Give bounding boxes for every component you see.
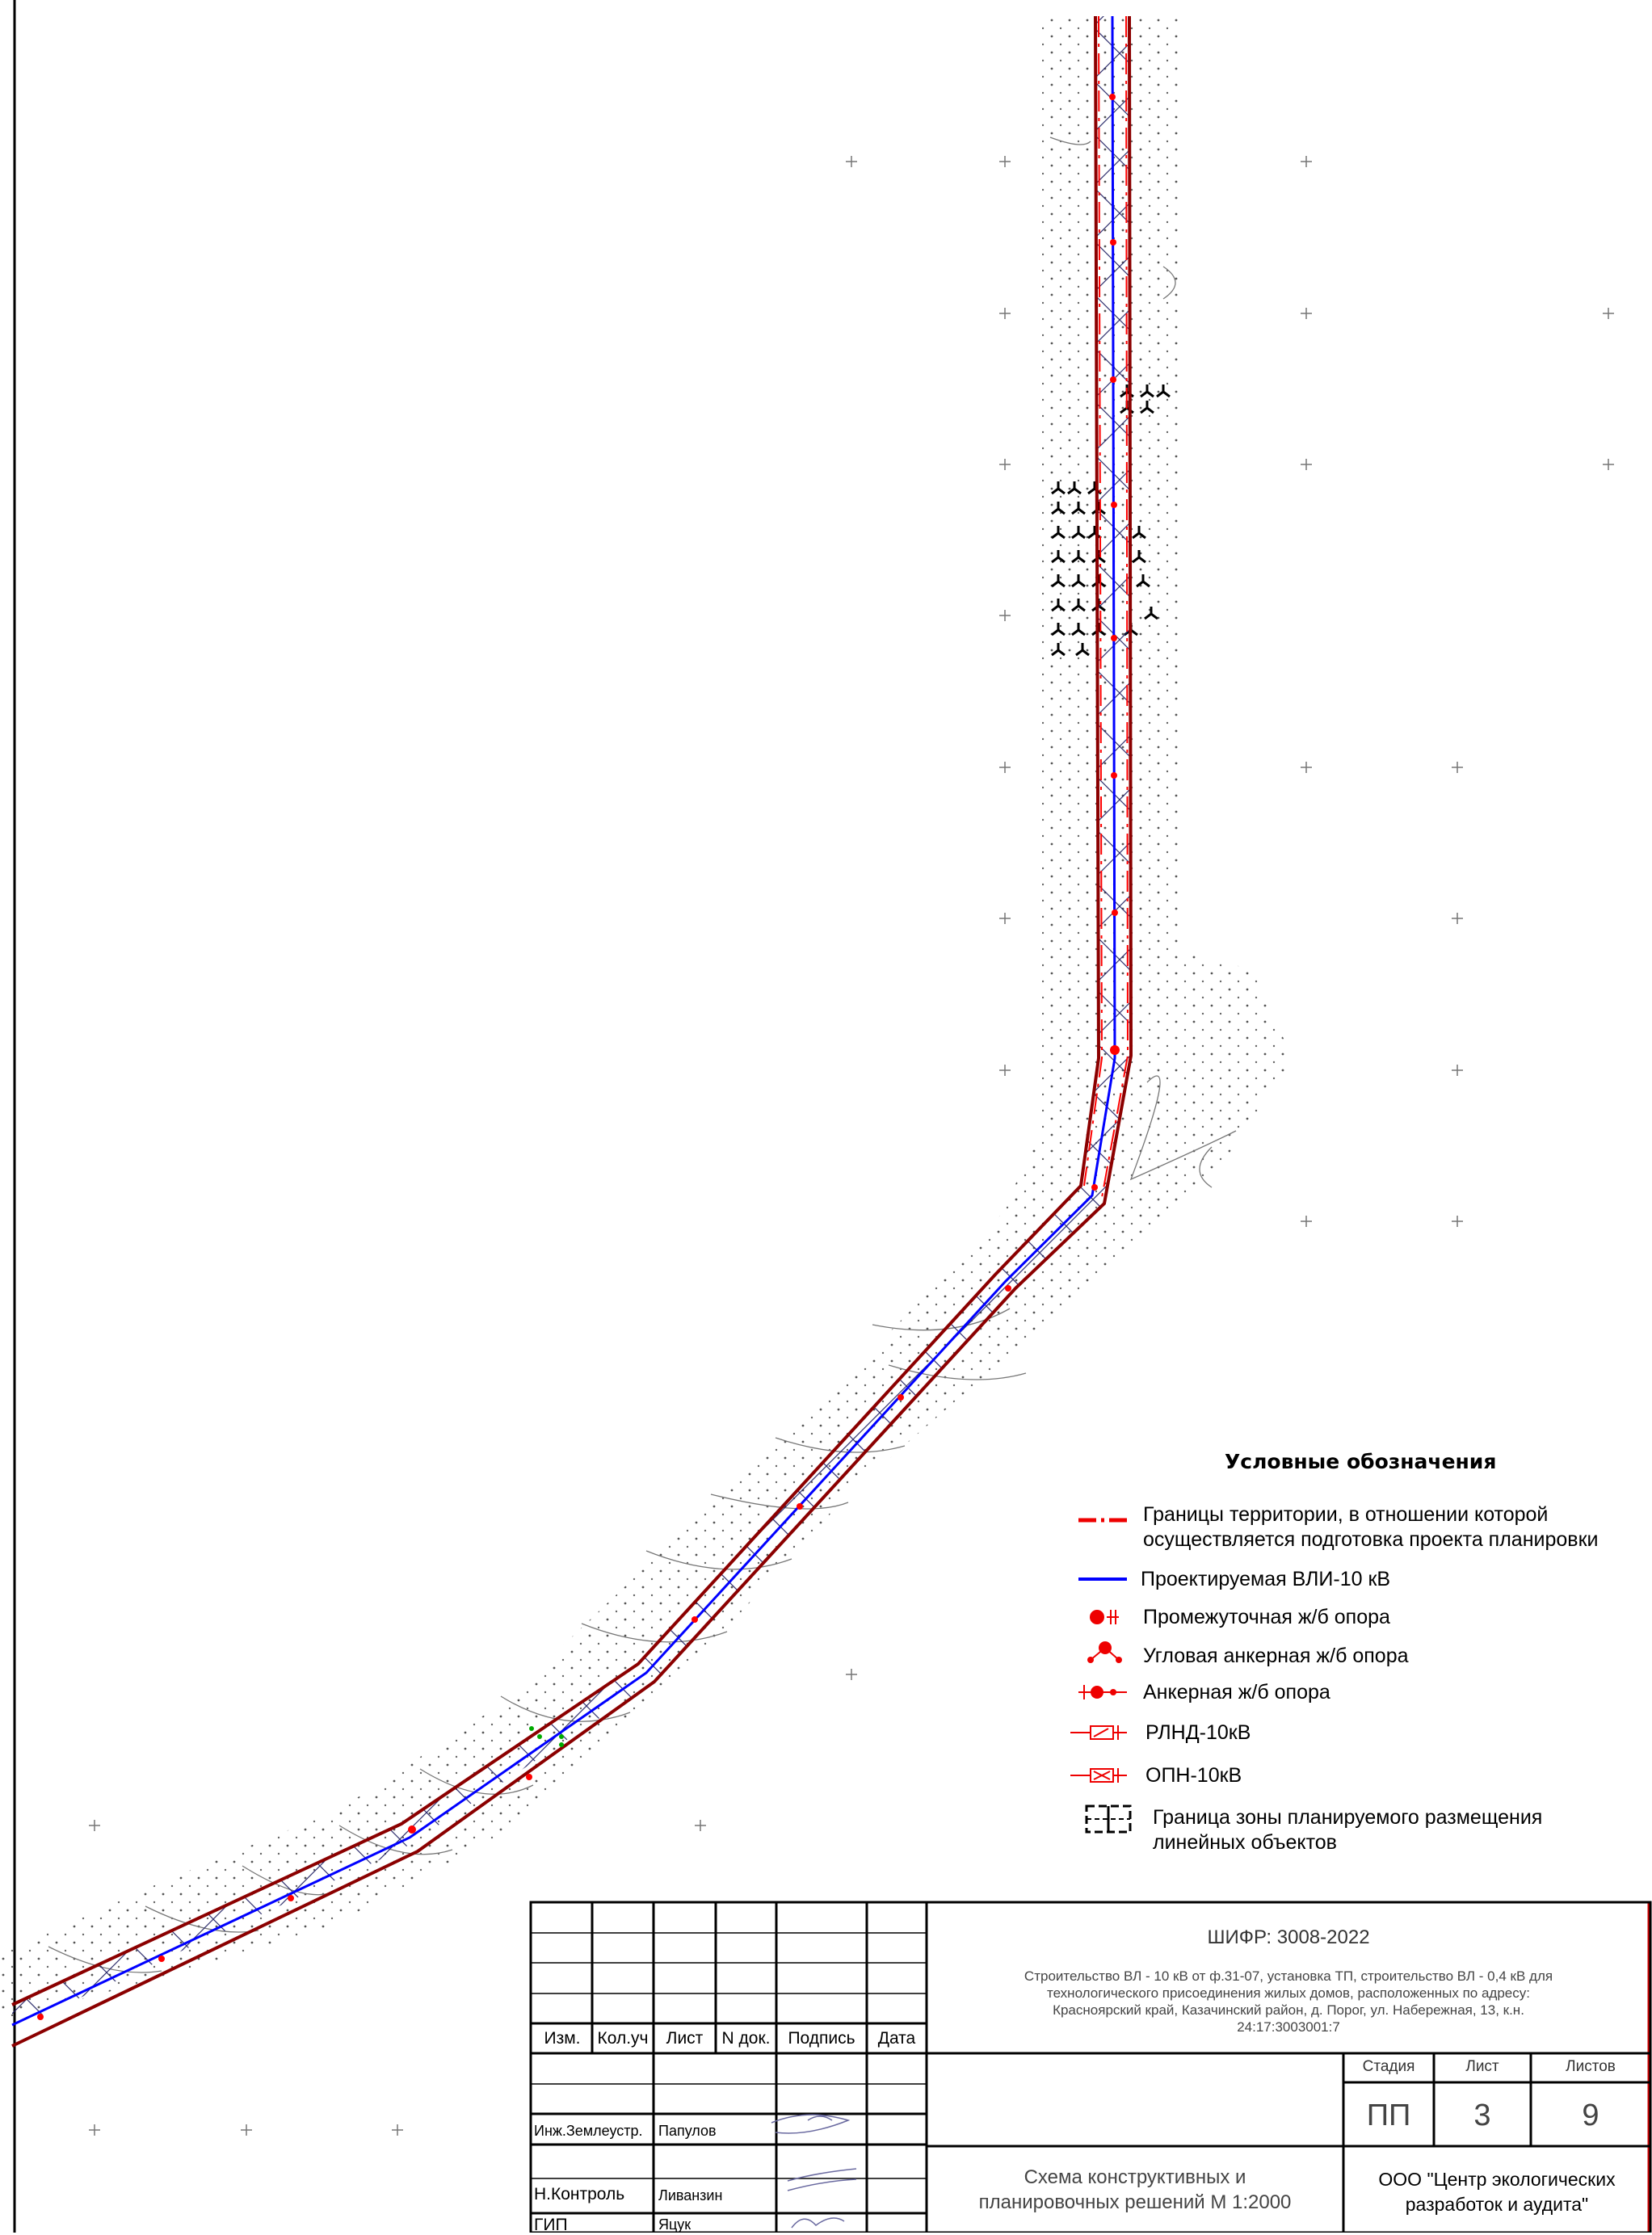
- linear-object-zone-hatch: [12, 16, 1131, 2029]
- project-line: Красноярский край, Казачинский район, д.…: [1053, 2002, 1524, 2018]
- legend-item-label: ОПН-10кВ: [1145, 1764, 1242, 1787]
- support-markers: [37, 94, 1120, 2020]
- legend-item-label: Границы территории, в отношении которой: [1143, 1503, 1549, 1526]
- header-list: Лист: [666, 2029, 704, 2048]
- header-date: Дата: [877, 2029, 916, 2048]
- legend-item-label: Анкерная ж/б опора: [1143, 1681, 1330, 1704]
- sheet-title: Схема конструктивных и планировочных реш…: [927, 2165, 1343, 2215]
- legend-item-label: Граница зоны планируемого размещения: [1153, 1806, 1543, 1829]
- stage-value: ПП: [1366, 2098, 1411, 2132]
- sheets-label: Листов: [1566, 2058, 1616, 2075]
- legend-item-intermediate-support: Промежуточная ж/б опора: [1066, 1605, 1652, 1645]
- sheets-value: 9: [1582, 2098, 1599, 2132]
- sheet-value: 3: [1473, 2098, 1491, 2132]
- project-line: Строительство ВЛ - 10 кВ от ф.31-07, уст…: [1024, 1968, 1553, 1984]
- legend-item-zone: Граница зоны планируемого размещения лин…: [1066, 1805, 1652, 1862]
- role-norm-control: Н.Контроль: [534, 2185, 625, 2203]
- company-line: разработок и аудита": [1405, 2194, 1589, 2215]
- project-line: 24:17:3003001:7: [1237, 2019, 1340, 2035]
- sheet-label: Лист: [1465, 2058, 1499, 2075]
- legend-item-anchor-support: Анкерная ж/б опора: [1066, 1680, 1652, 1720]
- name-chief-engineer: Яцук: [658, 2216, 691, 2233]
- grid-crosses: [89, 156, 1614, 2136]
- header-kol-uch: Кол.уч: [597, 2029, 649, 2048]
- projected-vli-route: [11, 15, 1116, 2027]
- territory-boundary-lines: [11, 15, 1133, 2048]
- legend-item-label: линейных объектов: [1153, 1831, 1337, 1854]
- legend-item-label: Угловая анкерная ж/б опора: [1143, 1645, 1409, 1667]
- name-norm-control: Ливанзин: [658, 2187, 723, 2203]
- legend-item-rlnd: РЛНД-10кВ: [1066, 1720, 1652, 1761]
- name-engineer: Папулов: [658, 2123, 717, 2139]
- terrain-dotted-area: [0, 16, 1293, 2019]
- legend-item-vli: Проектируемая ВЛИ-10 кВ: [1066, 1567, 1652, 1607]
- role-chief-engineer: ГИП: [534, 2216, 568, 2234]
- header-doc-no: N док.: [721, 2029, 771, 2048]
- legend-title: Условные обозначения: [1225, 1450, 1497, 1473]
- role-engineer: Инж.Землеустр.: [534, 2123, 643, 2139]
- sheet-title-line: Схема конструктивных и: [1024, 2166, 1246, 2188]
- sheet-title-line: планировочных решений М 1:2000: [978, 2191, 1292, 2213]
- legend-item-label: Промежуточная ж/б опора: [1143, 1606, 1390, 1628]
- legend-item-corner-support: Угловая анкерная ж/б опора: [1066, 1644, 1652, 1684]
- drawing-code: ШИФР: 3008-2022: [1207, 1926, 1370, 1948]
- title-block-grid: [529, 1901, 1652, 2233]
- territory-dashdot-lines: [1083, 15, 1129, 1203]
- legend-item-label: РЛНД-10кВ: [1145, 1721, 1251, 1744]
- legend-item-label: Проектируемая ВЛИ-10 кВ: [1141, 1568, 1391, 1590]
- header-signature: Подпись: [788, 2029, 855, 2048]
- legend-item-opn: ОПН-10кВ: [1066, 1763, 1652, 1804]
- legend-item-boundary: Границы территории, в отношении которой …: [1066, 1502, 1652, 1551]
- signatures: [771, 2114, 857, 2229]
- company-name: ООО "Центр экологических разработок и ау…: [1343, 2167, 1650, 2217]
- project-description: Строительство ВЛ - 10 кВ от ф.31-07, уст…: [929, 1968, 1648, 2035]
- project-line: технологического присоединения жилых дом…: [1047, 1985, 1530, 2001]
- legend-symbols: [1070, 1518, 1132, 1834]
- legend-item-label: осуществляется подготовка проекта планир…: [1143, 1528, 1599, 1551]
- company-line: ООО "Центр экологических: [1378, 2169, 1616, 2190]
- survey-marks: [529, 1726, 564, 1747]
- stage-label: Стадия: [1362, 2058, 1415, 2075]
- header-izm: Изм.: [544, 2029, 581, 2048]
